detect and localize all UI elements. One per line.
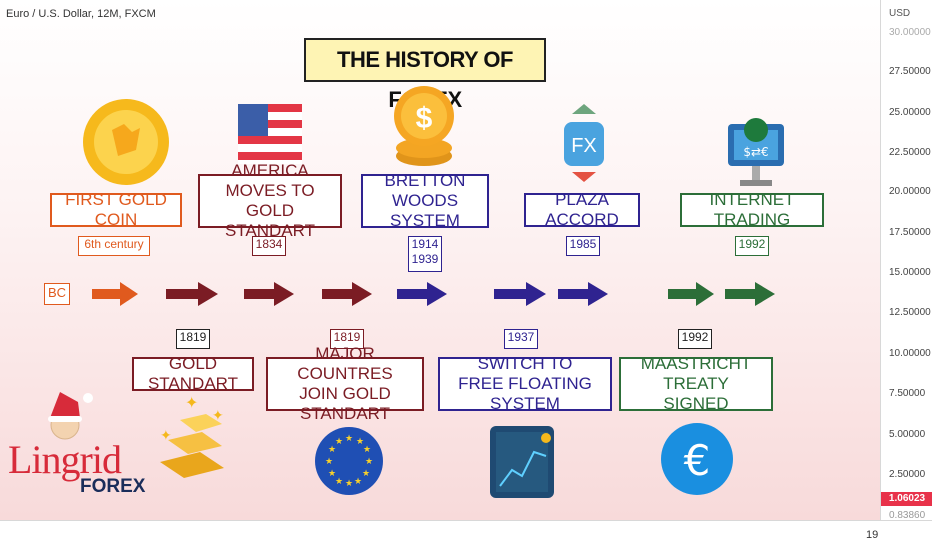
event-internet-trading: INTERNET TRADING bbox=[680, 190, 824, 229]
price-tick: 10.00000 bbox=[889, 348, 931, 359]
price-tick: 15.00000 bbox=[889, 267, 931, 278]
price-tick: 25.00000 bbox=[889, 107, 931, 118]
svg-text:FX: FX bbox=[571, 135, 597, 157]
event-first-gold-coin: FIRST GOLD COIN bbox=[50, 190, 182, 229]
logo-lingrid: Lingrid bbox=[8, 437, 122, 482]
dollar-coins-icon: $ bbox=[394, 86, 454, 166]
gold-bars-icon: ✦ ✦ ✦ bbox=[160, 393, 224, 478]
svg-text:✦: ✦ bbox=[160, 428, 172, 444]
svg-text:$⇄€: $⇄€ bbox=[743, 145, 768, 159]
svg-text:★: ★ bbox=[354, 477, 362, 487]
svg-text:★: ★ bbox=[328, 445, 336, 455]
logo-forex: FOREX bbox=[80, 476, 146, 497]
icons-layer: $ FX $⇄€ ✦ ✦ ✦ bbox=[48, 86, 784, 498]
euro-coin-icon: € bbox=[661, 423, 733, 495]
currency-label: USD bbox=[889, 8, 911, 19]
price-tick: 17.50000 bbox=[889, 227, 931, 238]
price-tick: 12.50000 bbox=[889, 307, 931, 318]
date-1992-bottom: 1992 bbox=[678, 329, 712, 349]
price-tick: 7.50000 bbox=[889, 388, 926, 399]
svg-text:★: ★ bbox=[335, 437, 343, 447]
arrow bbox=[668, 282, 714, 306]
price-tick-partial: 0.83860 bbox=[889, 510, 926, 521]
arrow bbox=[397, 282, 447, 306]
event-major-countres: MAJOR COUNTRES JOIN GOLD STANDART bbox=[266, 344, 424, 423]
time-axis[interactable]: 19 bbox=[0, 520, 932, 551]
eu-flag-icon: ★★★ ★★★ ★★★ ★★★ bbox=[315, 427, 383, 495]
us-flag-icon bbox=[238, 104, 302, 164]
gold-coin-icon bbox=[83, 99, 169, 185]
chart-tablet-icon bbox=[490, 426, 554, 498]
arrow bbox=[244, 282, 294, 306]
price-tick: 22.50000 bbox=[889, 147, 931, 158]
price-tick: 2.50000 bbox=[889, 469, 926, 480]
svg-text:$: $ bbox=[416, 102, 433, 135]
computer-currency-icon: $⇄€ bbox=[728, 118, 784, 186]
date-1819-b: 1819 bbox=[330, 329, 364, 349]
arrow bbox=[166, 282, 218, 306]
date-1937: 1937 bbox=[504, 329, 538, 349]
price-tick: 5.00000 bbox=[889, 429, 926, 440]
start-label-bc: BC bbox=[44, 283, 70, 305]
santa-hat-icon bbox=[48, 392, 93, 440]
event-plaza-accord: PLAZA ACCORD bbox=[524, 190, 640, 229]
fx-icon: FX bbox=[564, 104, 604, 182]
date-1834: 1834 bbox=[252, 236, 286, 256]
date-6th-century: 6th century bbox=[78, 236, 150, 256]
event-gold-standart: GOLD STANDART bbox=[132, 354, 254, 393]
svg-text:✦: ✦ bbox=[185, 393, 198, 412]
svg-text:★: ★ bbox=[363, 445, 371, 455]
event-maastricht-treaty: MAASTRICHT TREATY SIGNED bbox=[619, 354, 773, 413]
svg-text:★: ★ bbox=[345, 479, 353, 489]
price-tick: 20.00000 bbox=[889, 186, 931, 197]
date-1914-1939: 1914 1939 bbox=[408, 236, 442, 272]
event-america-gold-standart: AMERICA MOVES TO GOLD STANDART bbox=[198, 161, 342, 240]
svg-text:✦: ✦ bbox=[212, 408, 224, 424]
arrow bbox=[558, 282, 608, 306]
date-1819-a: 1819 bbox=[176, 329, 210, 349]
time-tick: 19 bbox=[866, 529, 879, 541]
arrow bbox=[494, 282, 546, 306]
svg-text:★: ★ bbox=[328, 469, 336, 479]
svg-text:★: ★ bbox=[335, 477, 343, 487]
event-free-floating: SWITCH TO FREE FLOATING SYSTEM bbox=[438, 354, 612, 413]
event-bretton-woods: BRETTON WOODS SYSTEM bbox=[361, 171, 489, 230]
last-price-tag: 1.06023 bbox=[881, 492, 932, 506]
price-axis[interactable]: USD 30.00000 27.50000 25.00000 22.50000 … bbox=[880, 0, 932, 521]
svg-text:€: € bbox=[684, 436, 711, 485]
date-1992-top: 1992 bbox=[735, 236, 769, 256]
arrow bbox=[92, 282, 138, 306]
symbol-label: Euro / U.S. Dollar, 12M, FXCM bbox=[6, 8, 156, 20]
svg-text:★: ★ bbox=[362, 469, 370, 479]
chart-area[interactable]: Euro / U.S. Dollar, 12M, FXCM THE HISTOR… bbox=[0, 0, 880, 520]
svg-text:★: ★ bbox=[365, 457, 373, 467]
price-tick: 27.50000 bbox=[889, 66, 931, 77]
svg-text:★: ★ bbox=[325, 457, 333, 467]
arrow bbox=[322, 282, 372, 306]
price-tick: 30.00000 bbox=[889, 27, 931, 38]
svg-text:★: ★ bbox=[356, 437, 364, 447]
svg-text:★: ★ bbox=[345, 434, 353, 444]
date-1985: 1985 bbox=[566, 236, 600, 256]
arrow bbox=[725, 282, 775, 306]
